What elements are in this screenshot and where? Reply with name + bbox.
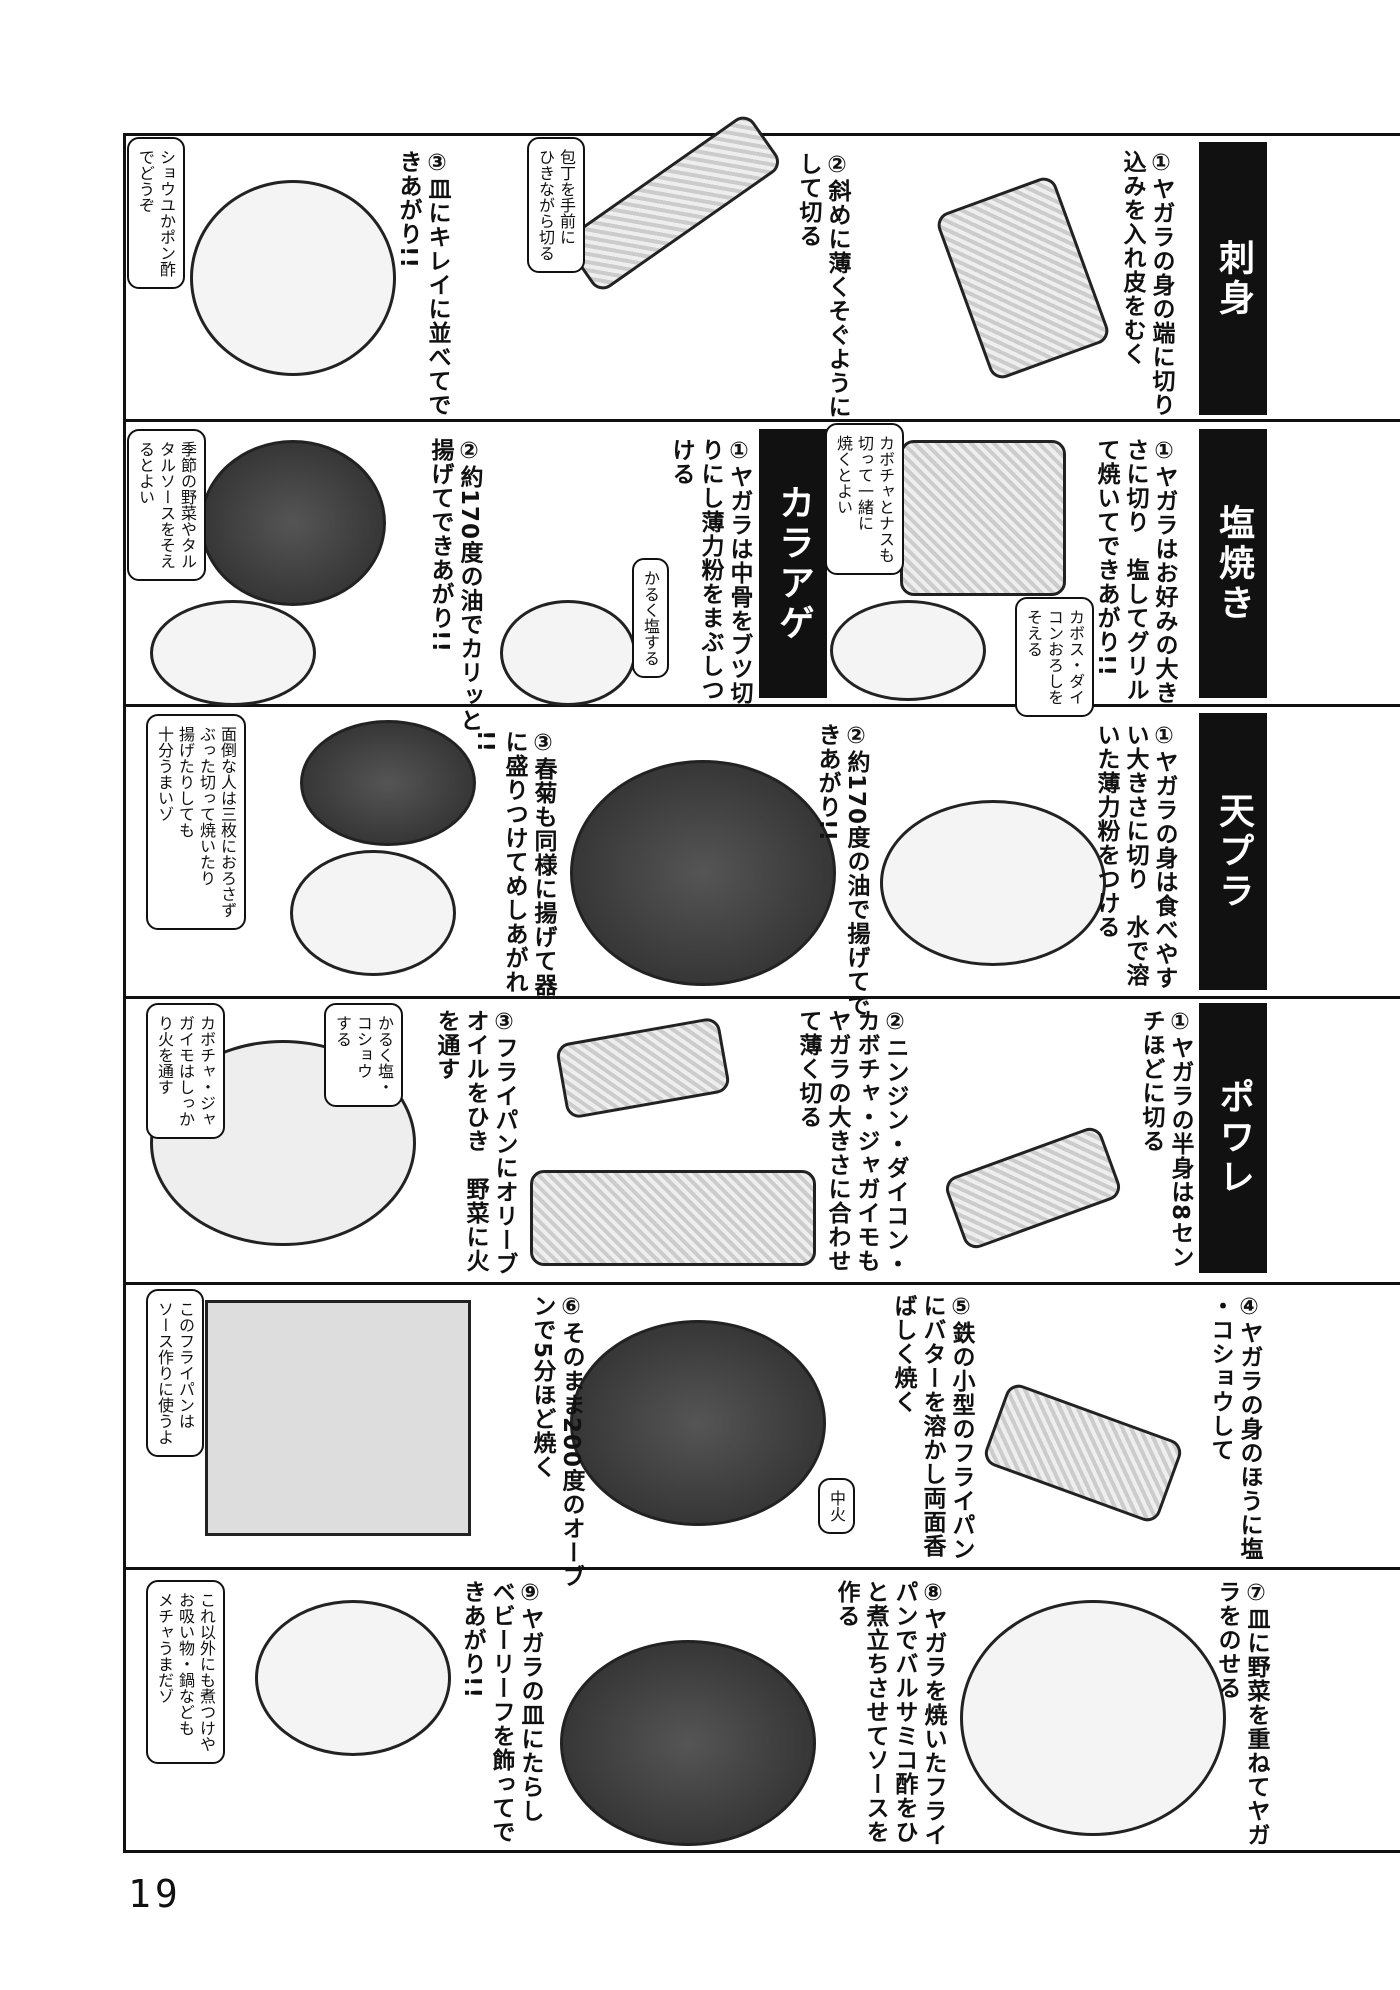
vegetable-slices-illustration: [530, 1170, 816, 1266]
page-number: 19: [128, 1872, 182, 1916]
speech-bubble: 中火: [818, 1478, 855, 1534]
poele-step-4: ④ヤガラの身のほうに塩 ・コショウして: [1207, 1294, 1262, 1561]
butter-pan-illustration: [570, 1320, 826, 1526]
speech-bubble: カボチャ・ジャ ガイモはしっか り火を通す: [146, 1003, 225, 1139]
sashimi-step-2: ②斜めに薄くそぐように して切る: [795, 152, 850, 419]
panel-divider: [123, 1567, 1400, 1570]
flour-bag-illustration: [500, 600, 636, 706]
shioyaki-plate-illustration: [830, 600, 986, 701]
sashimi-plate-illustration: [190, 180, 396, 376]
karaage-plate-illustration: [150, 600, 316, 706]
panel-divider: [123, 419, 1400, 422]
speech-bubble: カボチャとナスも 切って一緒に 焼くとよい: [825, 423, 904, 575]
speech-bubble: かるく塩する: [632, 558, 669, 678]
speech-bubble: このフライパンは ソース作りに使うよ: [146, 1289, 204, 1457]
speech-bubble: これ以外にも煮つけや お吸い物・鍋なども メチャうまだゾ: [146, 1580, 225, 1764]
poele-step-3: ③フライパンにオリーブ オイルをひき 野菜に火 を通す: [433, 1009, 517, 1276]
sashimi-step-1: ①ヤガラの身の端に切り 込みを入れ皮をむく: [1119, 150, 1174, 417]
speech-bubble: カボス・ダイ コンおろしを そえる: [1015, 597, 1094, 717]
tempura-pan-small-illustration: [300, 720, 476, 846]
poele-step-8: ⑧ヤガラを焼いたフライ パンでバルサミコ酢をひ と煮立ちさせてソースを 作る: [833, 1580, 946, 1847]
tempura-step-1: ①ヤガラの身は食べやす い大きさに切り 水で溶 いた薄力粉をつける: [1093, 723, 1177, 990]
tempura-pan-illustration: [570, 760, 836, 986]
shioyaki-step-1: ①ヤガラはお好みの大き さに切り 塩してグリル て焼いてできあがり!!: [1093, 438, 1177, 705]
karaage-pan-illustration: [200, 440, 386, 606]
speech-bubble: 面倒な人は三枚におろさず ぶった切って焼いたり 揚げたりしても 十分うまいゾ: [146, 714, 246, 930]
batter-bowl-illustration: [880, 800, 1106, 966]
poele-step-2: ②ニンジン・ダイコン・ カボチャ・ジャガイモも ヤガラの大きさに合わせ て薄く切…: [795, 1009, 908, 1276]
karaage-step-1: ①ヤガラは中骨をブツ切 りにし薄力粉をまぶしつ ける: [668, 438, 752, 705]
poele-plate-illustration: [960, 1600, 1226, 1836]
poele-step-5: ⑤鉄の小型のフライパン にバターを溶かし両面香 ばしく焼く: [890, 1294, 974, 1561]
section-label-karaage: カラアゲ: [759, 429, 827, 698]
tempura-plate-illustration: [290, 850, 456, 976]
section-label-tempura: 天プラ: [1199, 713, 1267, 990]
poele-step-7: ⑦皿に野菜を重ねてヤガ ラをのせる: [1214, 1580, 1269, 1847]
grill-illustration: [900, 440, 1066, 596]
sashimi-step-3: ③皿にキレイに並べてで きあがり!!: [395, 150, 450, 417]
speech-bubble: 季節の野菜やタル タルソースをそえ るとよい: [127, 429, 206, 581]
finished-plate-illustration: [255, 1600, 451, 1756]
poele-step-9: ⑨ヤガラの皿にたらし ベビーリーフを飾ってで きあがり!!: [459, 1580, 543, 1844]
speech-bubble: ショウユかポン酢 でどうぞ: [127, 137, 185, 289]
oven-illustration: [205, 1300, 471, 1536]
section-label-shioyaki: 塩焼き: [1199, 429, 1267, 698]
speech-bubble: かるく塩・ コショウ する: [324, 1003, 403, 1107]
section-label-sashimi: 刺身: [1199, 142, 1267, 415]
speech-bubble: 包丁を手前に ひきながら切る: [527, 137, 585, 273]
panel-divider: [123, 996, 1400, 999]
panel-divider: [123, 1282, 1400, 1285]
section-label-poele: ポワレ: [1199, 1003, 1267, 1273]
poele-step-1: ①ヤガラの半身は8セン チほどに切る: [1138, 1009, 1193, 1270]
poele-step-6: ⑥そのまま200度のオーブ ンで5分ほど焼く: [529, 1294, 584, 1589]
sauce-pan-illustration: [560, 1640, 816, 1846]
tempura-step-2: ②約170度の油で揚げてで きあがり!!: [814, 723, 869, 1018]
karaage-step-2: ②約170度の油でカリッと 揚げてできあがり!!: [427, 438, 482, 733]
tempura-step-3: ③春菊も同様に揚げて器 に盛りつけてめしあがれ !!: [472, 730, 556, 997]
panel-divider: [123, 704, 1400, 707]
